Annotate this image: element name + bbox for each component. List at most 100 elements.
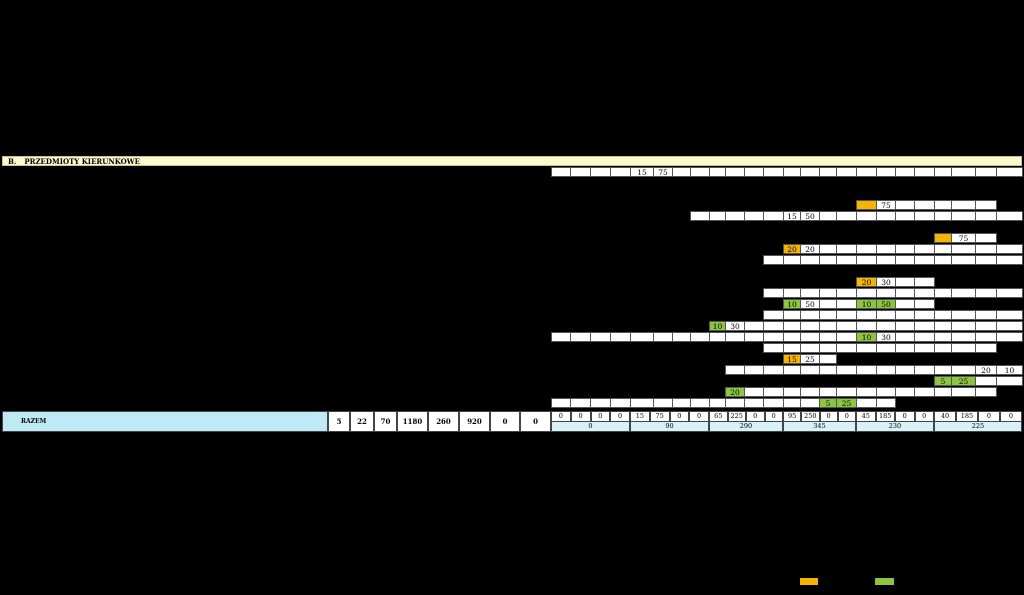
grid-cell bbox=[836, 255, 857, 265]
grid-cell bbox=[876, 167, 896, 177]
grid-cell bbox=[783, 332, 801, 342]
grid-cell bbox=[763, 343, 784, 353]
grid-cell bbox=[819, 288, 837, 298]
grid-cell: 50 bbox=[800, 299, 820, 309]
grid-cell bbox=[763, 255, 784, 265]
grid-cell bbox=[951, 211, 976, 221]
grid-cell bbox=[914, 167, 935, 177]
grid-cell bbox=[783, 167, 801, 177]
grid-cell bbox=[876, 310, 896, 320]
grid-cell bbox=[876, 321, 896, 331]
grid-cell bbox=[895, 255, 915, 265]
grid-cell: 30 bbox=[876, 332, 896, 342]
grid-cell bbox=[876, 365, 896, 375]
grid-cell bbox=[690, 167, 710, 177]
semester-sum-cell: 0 bbox=[551, 421, 630, 432]
grid-cell bbox=[975, 387, 997, 397]
grid-cell bbox=[951, 244, 976, 254]
grid-cell: 30 bbox=[725, 321, 745, 331]
grid-cell: 50 bbox=[876, 299, 896, 309]
grid-cell bbox=[951, 167, 976, 177]
grid-cell: 15 bbox=[630, 167, 654, 177]
grid-cell bbox=[975, 288, 997, 298]
grid-cell bbox=[975, 343, 997, 353]
grid-cell bbox=[914, 332, 935, 342]
grid-cell bbox=[914, 200, 935, 210]
grid-cell bbox=[763, 211, 784, 221]
grid-cell bbox=[819, 343, 837, 353]
grid-cell: 50 bbox=[800, 211, 820, 221]
grid-cell: 10 bbox=[709, 321, 726, 331]
grid-cell bbox=[934, 167, 952, 177]
grid-cell bbox=[996, 310, 1023, 320]
grid-cell bbox=[744, 321, 764, 331]
grid-cell bbox=[934, 288, 952, 298]
grid-cell: 10 bbox=[783, 299, 801, 309]
grid-cell bbox=[914, 310, 935, 320]
grid-cell bbox=[856, 167, 877, 177]
grid-cell bbox=[763, 310, 784, 320]
grid-cell bbox=[590, 398, 611, 408]
grid-cell: 75 bbox=[951, 233, 976, 243]
grid-cell: 10 bbox=[856, 332, 877, 342]
grid-cell bbox=[934, 255, 952, 265]
grid-cell bbox=[895, 332, 915, 342]
grid-cell bbox=[895, 277, 915, 287]
grid-cell bbox=[725, 398, 745, 408]
grid-cell: 25 bbox=[800, 354, 820, 364]
grid-cell bbox=[975, 376, 997, 386]
grid-cell bbox=[590, 332, 611, 342]
grid-cell bbox=[856, 387, 877, 397]
grid-cell bbox=[800, 167, 820, 177]
grid-cell bbox=[819, 387, 837, 397]
grid-cell bbox=[895, 365, 915, 375]
grid-cell bbox=[951, 365, 976, 375]
grid-cell bbox=[819, 211, 837, 221]
grid-cell bbox=[783, 343, 801, 353]
grid-cell bbox=[570, 332, 591, 342]
grid-cell bbox=[996, 211, 1023, 221]
grid-cell bbox=[975, 310, 997, 320]
grid-cell: 20 bbox=[783, 244, 801, 254]
grid-cell bbox=[763, 321, 784, 331]
grid-cell bbox=[895, 200, 915, 210]
grid-cell bbox=[836, 288, 857, 298]
grid-cell bbox=[763, 365, 784, 375]
grid-cell bbox=[934, 365, 952, 375]
grid-cell bbox=[570, 167, 591, 177]
section-title: PRZEDMIOTY KIERUNKOWE bbox=[24, 157, 140, 166]
grid-cell bbox=[934, 200, 952, 210]
grid-cell bbox=[819, 365, 837, 375]
grid-cell bbox=[876, 387, 896, 397]
grid-cell bbox=[836, 299, 857, 309]
grid-cell bbox=[800, 255, 820, 265]
grid-cell bbox=[800, 398, 820, 408]
grid-cell bbox=[951, 255, 976, 265]
grid-cell bbox=[630, 398, 654, 408]
grid-cell: 20 bbox=[856, 277, 877, 287]
grid-cell bbox=[819, 310, 837, 320]
grid-cell bbox=[876, 244, 896, 254]
grid-cell bbox=[934, 343, 952, 353]
grid-cell bbox=[744, 211, 764, 221]
grid-cell bbox=[783, 398, 801, 408]
grid-cell bbox=[856, 200, 877, 210]
grid-cell bbox=[590, 167, 611, 177]
grid-cell bbox=[763, 167, 784, 177]
grid-cell bbox=[975, 321, 997, 331]
grid-cell bbox=[725, 167, 745, 177]
section-banner: B.PRZEDMIOTY KIERUNKOWE bbox=[2, 156, 1022, 166]
grid-cell bbox=[951, 332, 976, 342]
grid-cell bbox=[763, 288, 784, 298]
grid-cell bbox=[856, 343, 877, 353]
grid-cell bbox=[856, 211, 877, 221]
grid-cell bbox=[836, 332, 857, 342]
grid-cell bbox=[914, 288, 935, 298]
grid-cell bbox=[783, 365, 801, 375]
grid-cell bbox=[763, 332, 784, 342]
grid-cell bbox=[725, 211, 745, 221]
grid-cell bbox=[975, 200, 997, 210]
grid-cell bbox=[783, 255, 801, 265]
grid-cell bbox=[709, 398, 726, 408]
grid-cell bbox=[551, 398, 571, 408]
